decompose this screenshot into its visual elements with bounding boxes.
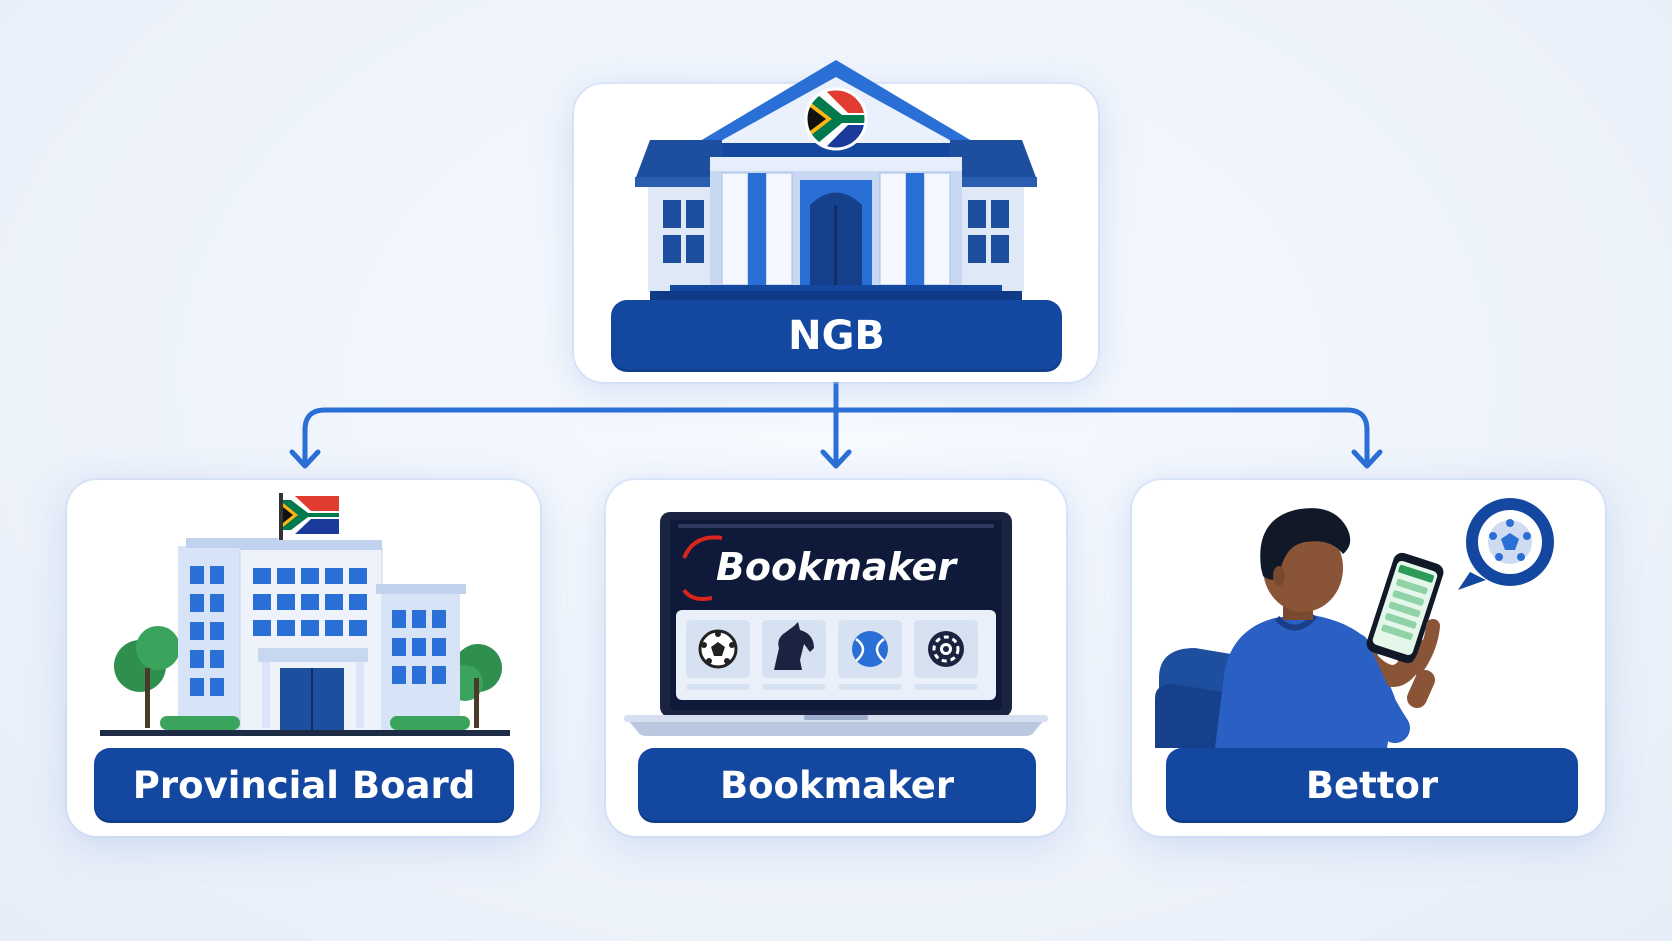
laptop-bookmaker-icon: Bookmaker	[624, 512, 1048, 736]
bettor-label-text: Bettor	[1305, 764, 1439, 807]
person-phone-icon	[1155, 498, 1554, 748]
bettor-label: Bettor	[1166, 748, 1578, 823]
provincial-board-label-text: Provincial Board	[132, 764, 476, 807]
provincial-board-label: Provincial Board	[94, 748, 514, 823]
soccer-ball-icon	[698, 629, 738, 669]
poker-chip-icon	[928, 631, 964, 667]
connector-left	[302, 407, 839, 466]
office-building-flag-icon	[100, 493, 510, 736]
south-africa-flag-icon	[804, 87, 868, 151]
horse-racing-icon	[774, 622, 814, 670]
bookmaker-screen-logo: Bookmaker	[716, 545, 958, 589]
bookmaker-label: Bookmaker	[638, 748, 1036, 823]
chat-bubble-soccer-icon	[1458, 498, 1554, 590]
ngb-label: NGB	[611, 300, 1062, 372]
tennis-ball-icon	[852, 631, 888, 667]
arrowhead-middle	[820, 449, 852, 469]
arrowhead-right	[1351, 449, 1383, 469]
arrowhead-left	[289, 449, 321, 469]
bookmaker-label-text: Bookmaker	[719, 764, 955, 807]
government-building-icon	[635, 60, 1037, 300]
connector-right	[833, 407, 1370, 466]
ngb-label-text: NGB	[788, 313, 885, 359]
